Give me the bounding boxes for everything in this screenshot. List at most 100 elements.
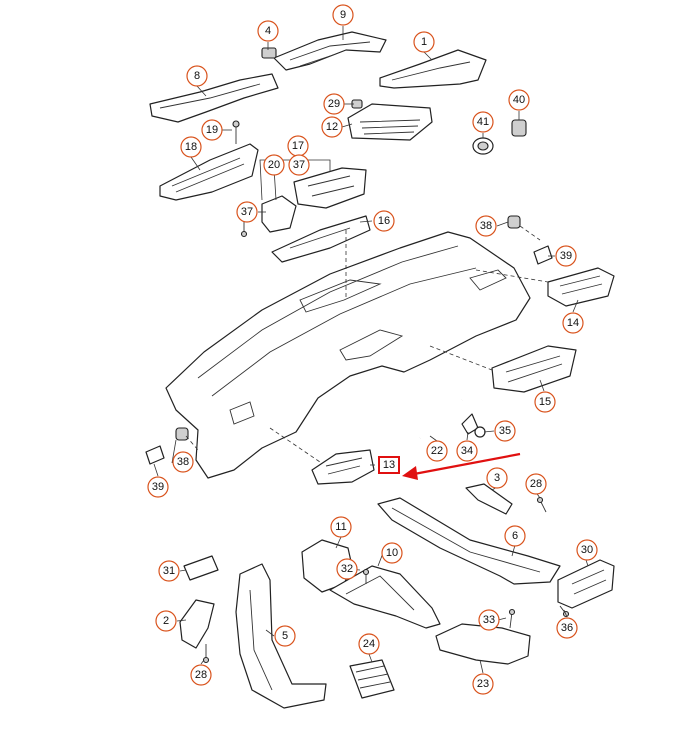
callout-number: 36 — [561, 622, 573, 634]
callout-ring — [332, 4, 354, 26]
callout-ring — [472, 111, 494, 133]
part-12-vent — [347, 99, 433, 141]
callout-number: 20 — [268, 159, 280, 171]
part-6-duct — [377, 497, 561, 585]
callout-5: 5 — [274, 625, 296, 647]
part-2-bracket — [179, 599, 215, 649]
part-13-vent — [311, 449, 375, 485]
callout-11: 11 — [330, 516, 352, 538]
callout-number: 41 — [477, 116, 489, 128]
callout-36: 36 — [556, 617, 578, 639]
callout-number: 9 — [340, 9, 346, 21]
callout-number: 10 — [386, 547, 398, 559]
part-8-duct — [149, 73, 279, 123]
callout-number: 16 — [378, 215, 390, 227]
callout-number: 37 — [293, 159, 305, 171]
part-30-vent — [557, 559, 615, 609]
part-14-vent — [547, 267, 615, 307]
callout-number: 6 — [512, 530, 518, 542]
callout-ring — [456, 440, 478, 462]
callout-10: 10 — [381, 542, 403, 564]
callout-ring — [190, 664, 212, 686]
highlight-box — [378, 456, 400, 474]
callout-number: 34 — [461, 445, 473, 457]
callout-number: 1 — [421, 36, 427, 48]
part-35-clip — [474, 426, 486, 438]
callout-14: 14 — [562, 312, 584, 334]
callout-number: 3 — [494, 472, 500, 484]
callout-ring — [155, 610, 177, 632]
callout-number: 28 — [530, 478, 542, 490]
callout-37: 37 — [236, 201, 258, 223]
callout-ring — [562, 312, 584, 334]
part-39-bumper — [145, 245, 553, 465]
dashboard-panel — [165, 231, 531, 479]
callout-34: 34 — [456, 440, 478, 462]
callout-4: 4 — [257, 20, 279, 42]
callout-30: 30 — [576, 539, 598, 561]
callout-33: 33 — [478, 609, 500, 631]
callout-16: 16 — [373, 210, 395, 232]
callout-ring — [475, 215, 497, 237]
callout-ring — [555, 245, 577, 267]
callout-number: 39 — [152, 481, 164, 493]
highlight-arrow — [402, 452, 521, 480]
callout-19: 19 — [201, 119, 223, 141]
callout-37: 37 — [288, 154, 310, 176]
part-38-bumper — [175, 215, 521, 441]
callout-number: 37 — [241, 206, 253, 218]
callout-6: 6 — [504, 525, 526, 547]
part-41-sensor — [472, 137, 494, 155]
part-10-duct — [329, 565, 441, 629]
callout-1: 1 — [413, 31, 435, 53]
part-3-bracket — [465, 483, 513, 515]
callout-number: 8 — [194, 70, 200, 82]
assembly-lines — [185, 225, 549, 463]
callout-40: 40 — [508, 89, 530, 111]
callout-ring — [525, 473, 547, 495]
callout-ring — [180, 136, 202, 158]
callout-ring — [330, 516, 352, 538]
callout-ring — [534, 391, 556, 413]
callout-ring — [494, 420, 516, 442]
callout-ring — [413, 31, 435, 53]
callout-ring — [323, 93, 345, 115]
callout-22: 22 — [426, 440, 448, 462]
callout-9: 9 — [332, 4, 354, 26]
callout-28: 28 — [525, 473, 547, 495]
callout-41: 41 — [472, 111, 494, 133]
callout-38: 38 — [172, 451, 194, 473]
callout-35: 35 — [494, 420, 516, 442]
callout-2: 2 — [155, 610, 177, 632]
callout-number: 23 — [477, 678, 489, 690]
callout-number: 11 — [335, 521, 346, 533]
callout-number: 24 — [363, 638, 375, 650]
part-16-vent — [271, 215, 371, 263]
callout-number: 38 — [480, 220, 492, 232]
callout-ring — [147, 476, 169, 498]
callout-number: 33 — [483, 614, 495, 626]
callout-8: 8 — [186, 65, 208, 87]
part-17-vent — [293, 167, 367, 209]
callout-number: 32 — [341, 563, 353, 575]
callout-ring — [288, 154, 310, 176]
callout-12: 12 — [321, 116, 343, 138]
part-4-clip — [261, 47, 277, 59]
callout-20: 20 — [263, 154, 285, 176]
part-23-duct — [435, 623, 531, 665]
callout-3: 3 — [486, 467, 508, 489]
callout-ring — [186, 65, 208, 87]
callout-number: 19 — [206, 124, 218, 136]
callout-number: 17 — [292, 140, 304, 152]
callout-ring — [504, 525, 526, 547]
callout-number: 22 — [431, 445, 443, 457]
callout-ring — [263, 154, 285, 176]
callout-ring — [426, 440, 448, 462]
callout-number: 40 — [513, 94, 525, 106]
callout-ring — [508, 89, 530, 111]
callout-ring — [576, 539, 598, 561]
callout-ring — [472, 673, 494, 695]
callout-ring — [336, 558, 358, 580]
